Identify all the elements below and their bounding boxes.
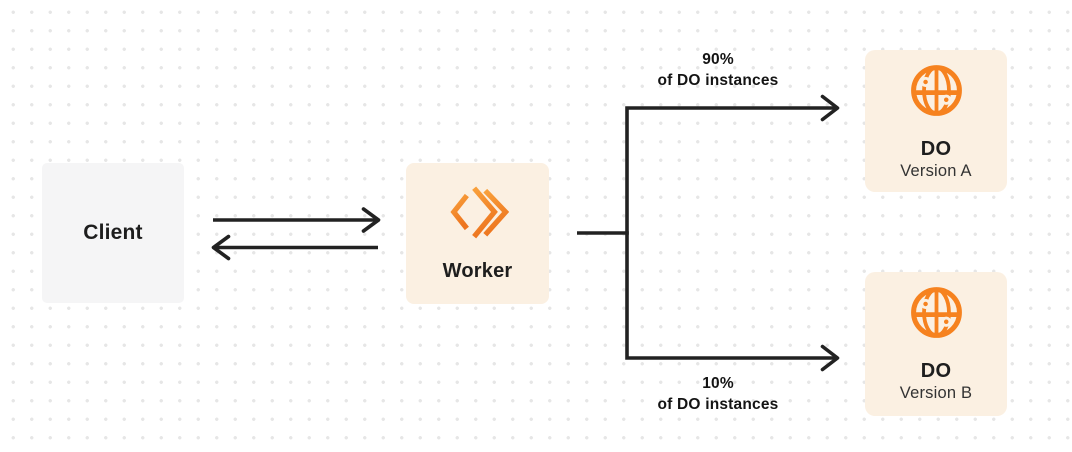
do-version-a-subtitle: Version A	[900, 162, 972, 180]
do-version-b-subtitle: Version B	[899, 384, 973, 402]
globe-icon	[910, 287, 962, 338]
do-version-b-node: DO Version B	[865, 272, 1007, 416]
do-version-b-title: DO	[920, 360, 952, 382]
do-version-a-node: DO Version A	[865, 50, 1007, 192]
client-node: Client	[42, 163, 184, 303]
bottom-branch-arrowhead	[820, 344, 840, 372]
do-version-a-title: DO	[920, 138, 952, 160]
globe-icon	[910, 65, 962, 116]
client-to-worker-arrow	[213, 207, 381, 233]
worker-node: Worker	[406, 163, 549, 304]
top-branch-arrowhead	[820, 94, 840, 122]
top-branch-label: 90% of DO instances	[613, 49, 823, 91]
top-branch-percent: 90%	[702, 51, 734, 68]
top-branch-caption: of DO instances	[657, 72, 779, 89]
client-label: Client	[83, 221, 143, 244]
bottom-branch-percent: 10%	[702, 375, 734, 392]
bottom-branch-label: 10% of DO instances	[613, 373, 823, 415]
worker-to-client-arrow	[211, 234, 378, 261]
bottom-branch-caption: of DO instances	[657, 396, 779, 413]
branch-connector	[625, 106, 836, 360]
cloudflare-workers-icon	[449, 186, 509, 239]
worker-label: Worker	[442, 260, 513, 282]
